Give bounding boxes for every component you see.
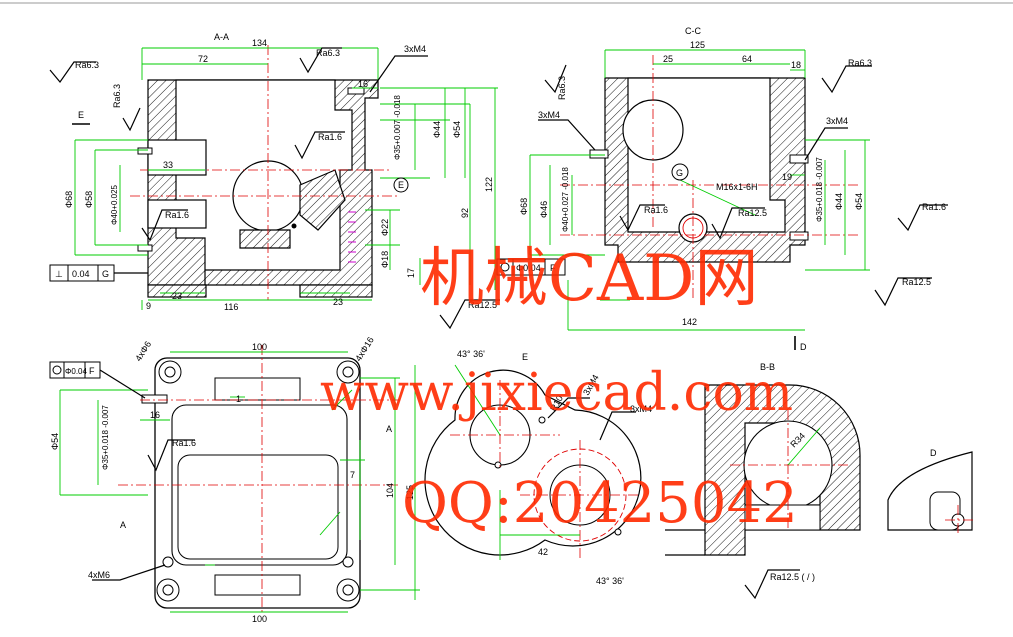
dim-t-1: 1 (236, 394, 241, 404)
dim-a-122: 122 (484, 177, 494, 192)
roughness-t-inner: Ra1.6 (172, 438, 196, 448)
watermark-url: www.jixiecad.com (320, 363, 793, 423)
dim-t-7: 7 (350, 470, 355, 480)
dim-c-phi54: Φ54 (854, 193, 864, 210)
dim-e-42: 42 (538, 547, 548, 557)
tolerance-frame-perp: ⊥ 0.04 G (49, 264, 148, 282)
dim-t-100b: 100 (252, 614, 267, 624)
dim-a-phi58: Φ58 (84, 191, 94, 208)
dim-a-17: 17 (406, 268, 416, 278)
svg-text:F: F (550, 263, 556, 273)
dim-c-phi35: Φ35+0.018 -0.007 (815, 157, 824, 222)
view-e-title: E (522, 352, 528, 362)
roughness-c-bottom: Ra12.5 (902, 277, 931, 287)
roughness-a-bore: Ra1.6 (318, 132, 342, 142)
dim-c-18: 18 (791, 60, 801, 70)
top-view: 100 100 16 1 7 104 125 Φ54 Φ35+0.018 -0.… (49, 335, 420, 624)
dim-c-phi44: Φ44 (834, 193, 844, 210)
section-marker-a-right: A (386, 424, 392, 434)
dim-a-72: 72 (198, 54, 208, 64)
roughness-a-top: Ra6.3 (316, 48, 340, 58)
watermark-qq: QQ:20425042 (402, 471, 798, 536)
roughness-a-bottom: Ra12.5 (468, 300, 497, 310)
datum-e-circle: E (398, 180, 404, 190)
svg-text:Φ0.04: Φ0.04 (65, 367, 88, 376)
dim-a-phi18: Φ18 (380, 251, 390, 268)
thread-t-m6: 4xM6 (88, 570, 110, 580)
section-aa-view: A-A (49, 32, 500, 330)
watermark-site-cn: 机械CAD网 (420, 242, 759, 316)
dim-a-9: 9 (146, 301, 151, 311)
dim-c-125: 125 (690, 40, 705, 50)
svg-text:0.04: 0.04 (72, 269, 90, 279)
dim-c-25: 25 (663, 54, 673, 64)
thread-c-m16: M16x1-6H (716, 182, 758, 192)
dim-t-100: 100 (252, 342, 267, 352)
roughness-a-inner: Ra1.6 (165, 210, 189, 220)
thread-t-phi6: 4xΦ6 (133, 339, 153, 363)
datum-g-circle: G (676, 168, 683, 178)
dim-a-116: 116 (224, 302, 238, 312)
dim-c-19: 19 (782, 172, 792, 182)
dim-t-16: 16 (150, 410, 160, 420)
dim-a-phi40: Φ40+0.025 (110, 184, 119, 225)
thread-e-m4-b: 3xM4 (630, 404, 652, 414)
dim-t-phi35: Φ35+0.018 -0.007 (101, 405, 110, 470)
section-aa-title: A-A (214, 32, 229, 42)
dim-a-23-left: 23 (172, 291, 182, 301)
dim-e-angle1: 43° 36' (457, 349, 485, 359)
roughness-c-top: Ra6.3 (848, 58, 872, 68)
dim-c-phi68: Φ68 (519, 198, 529, 215)
tolerance-frame-conc: Φ0.04 F (496, 258, 566, 276)
watermark: 机械CAD网 www.jixiecad.com QQ:20425042 (320, 242, 798, 536)
view-marker-d: D (800, 342, 807, 352)
roughness-a-left-vert: Ra6.3 (112, 84, 122, 108)
dim-a-33: 33 (163, 160, 173, 170)
thread-t-phi16: 4xΦ16 (353, 335, 376, 363)
thread-c-m4-left: 3xM4 (538, 110, 560, 120)
svg-text:G: G (102, 269, 109, 279)
dim-a-23-right: 23 (333, 297, 343, 307)
dim-t-104: 104 (385, 483, 395, 498)
dim-a-16: 16 (358, 79, 368, 89)
dim-t-phi54: Φ54 (50, 433, 60, 450)
dim-a-134: 134 (252, 38, 267, 48)
view-d: D (887, 448, 975, 535)
thread-a-m4: 3xM4 (404, 44, 426, 54)
dim-a-phi44: Φ44 (432, 121, 442, 138)
tolerance-frame-pos: Φ0.04 F (49, 361, 146, 399)
roughness-c-right: Ra1.6 (922, 202, 946, 212)
dim-t-125: 125 (405, 485, 415, 500)
dim-e-angle2: 43° 36' (596, 576, 624, 586)
svg-text:F: F (89, 366, 95, 376)
dim-c-phi40: Φ40+0.027 -0.018 (561, 167, 570, 232)
dim-c-142: 142 (682, 317, 697, 327)
svg-text:Φ0.04: Φ0.04 (516, 263, 541, 273)
thread-c-m4-right: 3xM4 (826, 116, 848, 126)
section-cc-title: C-C (685, 26, 701, 36)
dim-c-phi46: Φ46 (539, 201, 549, 218)
roughness-b-rest: Ra12.5 ( / ) (770, 572, 815, 582)
roughness-c-bore: Ra1.6 (644, 205, 668, 215)
section-bb-title: B-B (760, 362, 775, 372)
section-marker-a-left: A (120, 520, 126, 530)
dim-a-92: 92 (460, 208, 470, 218)
view-marker-e-label: E (78, 110, 84, 120)
section-cc-view: C-C 125 25 64 (496, 26, 948, 352)
roughness-a-left: Ra6.3 (75, 60, 99, 70)
dim-a-phi68: Φ68 (64, 191, 74, 208)
svg-text:⊥: ⊥ (55, 269, 63, 279)
roughness-c-left: Ra6.3 (557, 76, 567, 100)
dim-a-phi54: Φ54 (452, 121, 462, 138)
dim-a-phi35: Φ35+0.007 -0.018 (393, 95, 402, 160)
roughness-c-thread: Ra12.5 (738, 208, 767, 218)
section-bb-view: B-B R34 Ra12.5 ( / ) (665, 362, 861, 600)
view-d-title: D (930, 448, 937, 458)
view-e: E 43° 36' 43° 36' 42 R10 3xM4 3xM4 (424, 349, 652, 586)
dim-a-phi22: Φ22 (380, 219, 390, 236)
dim-c-64: 64 (742, 54, 752, 64)
